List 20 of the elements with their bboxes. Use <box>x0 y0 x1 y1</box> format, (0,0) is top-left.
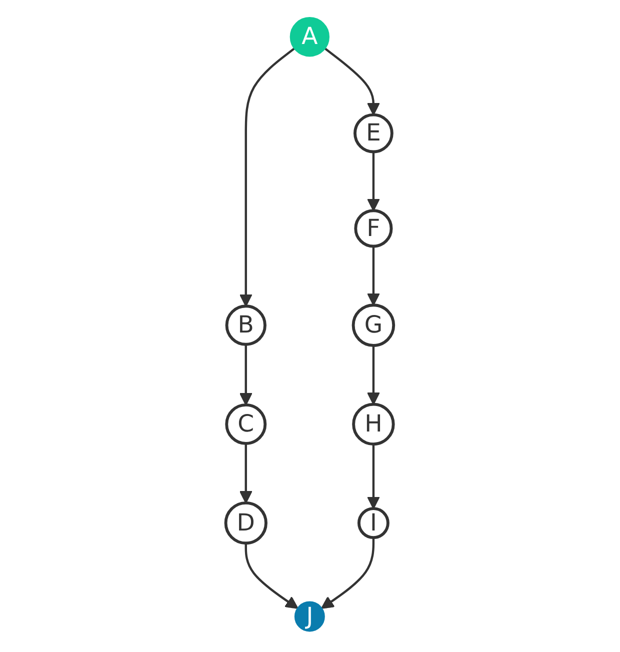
arrow <box>240 443 253 504</box>
node-circle: B <box>226 304 267 346</box>
arrow <box>324 48 380 116</box>
arrow <box>240 344 253 406</box>
node-circle: F <box>354 209 394 248</box>
node-circle: C <box>225 403 267 445</box>
node-circle: A <box>290 17 330 57</box>
node-circle: I <box>358 507 390 540</box>
arrow <box>321 538 375 609</box>
arrow <box>245 543 299 609</box>
node-circle: J <box>294 601 326 632</box>
node-circle: D <box>224 501 268 545</box>
node-circle: H <box>352 402 396 446</box>
arrow <box>367 345 380 405</box>
arrow <box>240 48 296 307</box>
arrow <box>367 152 380 212</box>
arrow <box>367 444 380 510</box>
node-circle: E <box>354 113 394 154</box>
node-circle: G <box>352 304 396 347</box>
arrow <box>367 246 380 306</box>
